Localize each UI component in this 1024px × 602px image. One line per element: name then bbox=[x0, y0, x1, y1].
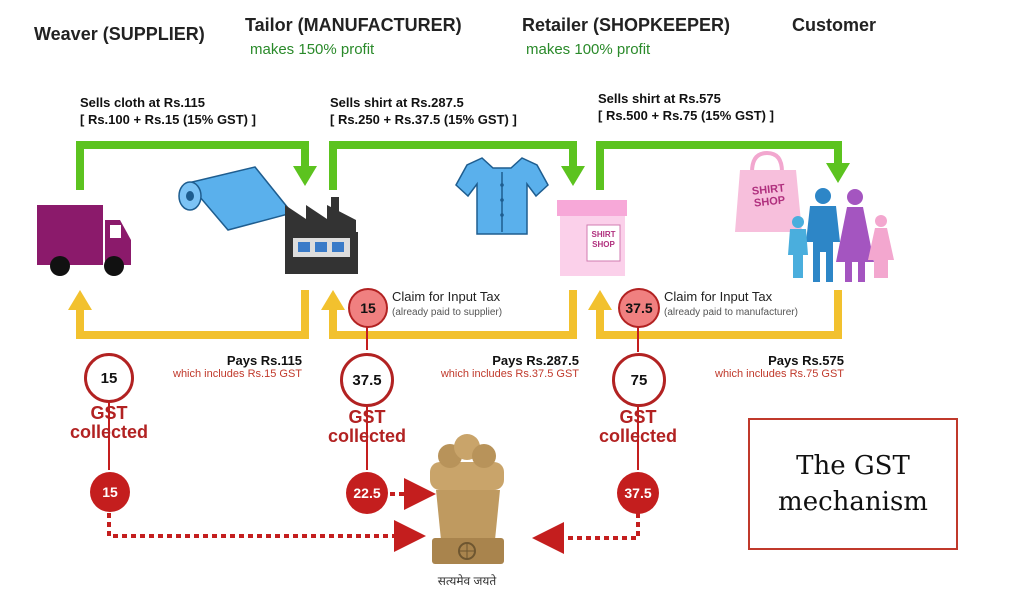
title-box: The GST mechanism bbox=[748, 418, 958, 550]
column-title-retailer: Retailer (SHOPKEEPER) bbox=[522, 15, 731, 35]
gst-collected-label-1: GST collected bbox=[69, 403, 149, 442]
gst-collected-ring-2: 37.5 bbox=[340, 353, 394, 407]
claim-label-retailer: Claim for Input Tax (already paid to man… bbox=[664, 289, 798, 319]
claim-label-tailor: Claim for Input Tax (already paid to sup… bbox=[392, 289, 503, 319]
green-arrowhead-3 bbox=[826, 163, 850, 183]
cloth-roll-icon bbox=[178, 166, 294, 231]
green-arrow-1 bbox=[76, 141, 309, 190]
green-arrow-3 bbox=[596, 141, 842, 190]
column-title-customer: Customer bbox=[792, 15, 877, 35]
yellow-arrow-2 bbox=[329, 290, 577, 339]
govt-payment-1: 15 bbox=[90, 472, 130, 512]
emblem-motto: सत्यमेव जयते bbox=[437, 574, 497, 588]
yellow-arrowhead-1 bbox=[68, 290, 92, 310]
title-line-2: mechanism bbox=[778, 487, 928, 517]
dotted-flow-1 bbox=[107, 513, 426, 552]
green-arrowhead-2 bbox=[561, 166, 585, 186]
govt-payment-3: 37.5 bbox=[617, 472, 659, 514]
sale-label-retailer: Sells shirt at Rs.575 [ Rs.500 + Rs.75 (… bbox=[598, 91, 774, 123]
gst-collected-ring-1: 15 bbox=[84, 353, 134, 403]
column-title-tailor: Tailor (MANUFACTURER) bbox=[245, 15, 462, 35]
family-icon bbox=[788, 188, 894, 282]
shop-icon bbox=[557, 200, 627, 276]
green-arrow-2 bbox=[329, 141, 577, 190]
sale-label-weaver: Sells cloth at Rs.115 [ Rs.100 + Rs.15 (… bbox=[80, 95, 256, 127]
gst-collected-label-2: GST collected bbox=[327, 407, 407, 446]
gst-collected-label-3: GST collected bbox=[598, 407, 678, 446]
payment-label-2: Pays Rs.287.5 which includes Rs.37.5 GST bbox=[440, 353, 579, 380]
title-line-1: The GST bbox=[796, 451, 910, 481]
dotted-flow-3 bbox=[532, 513, 640, 554]
yellow-arrow-1 bbox=[76, 290, 309, 339]
tailor-profit: makes 150% profit bbox=[250, 41, 375, 58]
payment-label-3: Pays Rs.575 which includes Rs.75 GST bbox=[715, 353, 844, 380]
column-title-weaver: Weaver (SUPPLIER) bbox=[34, 24, 205, 44]
shop-sign: SHIRT SHOP bbox=[591, 230, 616, 249]
national-emblem-icon bbox=[430, 434, 504, 564]
yellow-arrow-3 bbox=[596, 290, 842, 339]
claim-badge-tailor: 15 bbox=[348, 288, 388, 328]
yellow-arrowhead-3 bbox=[588, 290, 612, 310]
claim-badge-retailer: 37.5 bbox=[618, 288, 660, 328]
retailer-profit: makes 100% profit bbox=[526, 41, 651, 58]
payment-label-1: Pays Rs.115 which includes Rs.15 GST bbox=[173, 353, 302, 380]
govt-payment-2: 22.5 bbox=[346, 472, 388, 514]
gst-collected-ring-3: 75 bbox=[612, 353, 666, 407]
green-arrowhead-1 bbox=[293, 166, 317, 186]
sale-label-tailor: Sells shirt at Rs.287.5 [ Rs.250 + Rs.37… bbox=[330, 95, 517, 127]
yellow-arrowhead-2 bbox=[321, 290, 345, 310]
shirt-icon bbox=[455, 157, 549, 235]
truck-icon bbox=[37, 205, 131, 276]
factory-icon bbox=[285, 197, 358, 274]
shopping-bag-icon bbox=[735, 150, 802, 232]
